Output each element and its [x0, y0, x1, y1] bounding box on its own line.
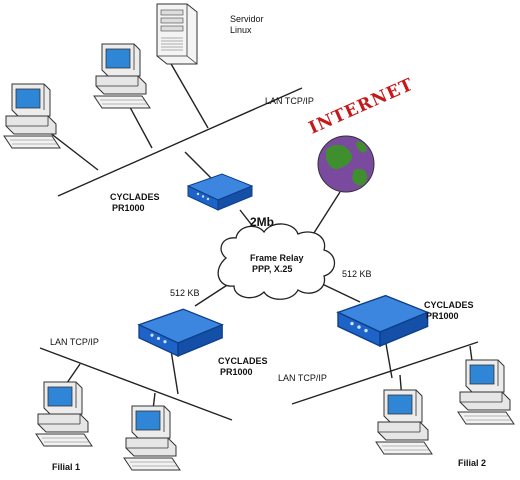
speed-label-left: 512 KB — [170, 288, 200, 298]
router-left-label-line2: PR1000 — [220, 367, 253, 377]
cloud-label-line2: PPP, X.25 — [252, 264, 292, 274]
server-icon — [156, 3, 198, 65]
internet-label: INTERNET — [306, 75, 417, 139]
computer-icon — [457, 359, 515, 425]
router-right-label-line1: CYCLADES — [424, 300, 474, 310]
computer-icon — [375, 389, 433, 455]
speed-label-right: 512 KB — [342, 269, 372, 279]
router-icon — [337, 294, 429, 347]
router-top-label-line1: CYCLADES — [110, 192, 160, 202]
computer-icon — [93, 43, 151, 109]
globe-icon — [317, 135, 375, 193]
lan-label-right: LAN TCP/IP — [278, 373, 327, 383]
router-icon — [187, 173, 253, 211]
lan-label-top: LAN TCP/IP — [265, 96, 314, 106]
router-left-label-line1: CYCLADES — [218, 356, 268, 366]
server-label-line2: Linux — [230, 25, 252, 35]
computer-icon — [35, 381, 93, 447]
internet-text: INTERNET — [306, 75, 417, 139]
filial-1-label: Filial 1 — [52, 462, 80, 472]
router-icon — [138, 308, 223, 357]
lan-label-left: LAN TCP/IP — [50, 337, 99, 347]
computer-icon — [123, 405, 181, 471]
computer-icon — [3, 83, 61, 149]
cloud-label-line1: Frame Relay — [250, 253, 304, 263]
router-top-label-line2: PR1000 — [112, 203, 145, 213]
router-right-label-line2: PR1000 — [426, 311, 459, 321]
filial-2-label: Filial 2 — [458, 458, 486, 468]
link-speed-label: 2Mb — [250, 215, 274, 229]
cloud-icon — [217, 223, 336, 300]
server-label-line1: Servidor — [230, 14, 264, 24]
